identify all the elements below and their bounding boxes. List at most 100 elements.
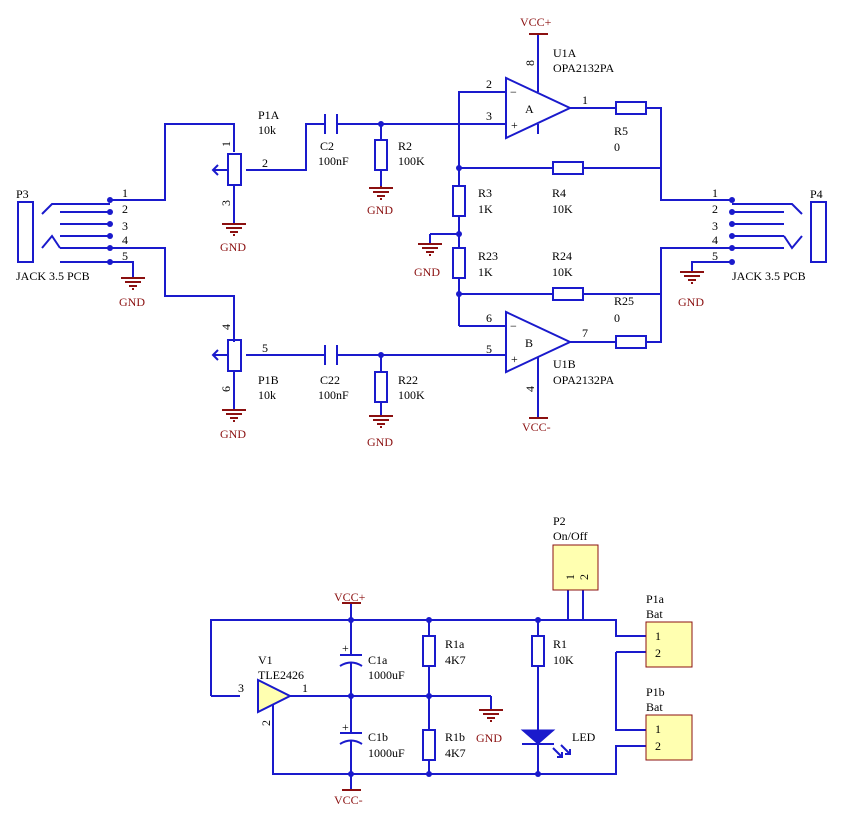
u1b-unit: B xyxy=(525,336,533,350)
p2-pin2: 2 xyxy=(577,574,591,580)
c2-value: 100nF xyxy=(318,154,349,168)
gnd-label-r23: GND xyxy=(414,265,440,279)
u1a-pin3: 3 xyxy=(486,109,492,123)
r4-value: 10K xyxy=(552,202,573,216)
p1b-pin5: 5 xyxy=(262,341,268,355)
p4-ref: P4 xyxy=(810,187,823,201)
capacitor-c1a: + C1a 1000uF xyxy=(339,641,405,682)
r3-value: 1K xyxy=(478,202,493,216)
u1a-value: OPA2132PA xyxy=(553,61,614,75)
p3-pin3: 3 xyxy=(122,219,128,233)
gnd-p3: GND xyxy=(119,277,145,309)
junction-dots-top xyxy=(378,121,462,358)
p4-pin3: 3 xyxy=(712,219,718,233)
resistor-r24: R24 10K xyxy=(552,249,584,301)
r25-ref: R25 xyxy=(614,294,634,308)
c1b-plus: + xyxy=(342,720,349,734)
p1a-value: 10k xyxy=(258,123,276,137)
vcc-pos-label-bottom: VCC+ xyxy=(334,590,366,604)
pot-p1b: 4 5 6 P1B 10k xyxy=(211,324,279,402)
resistor-r22: R22 100K xyxy=(374,371,425,403)
gnd-p1a: GND xyxy=(220,223,246,254)
v1-pin2: 2 xyxy=(259,720,273,726)
vcc-neg-label-bottom: VCC- xyxy=(334,793,363,807)
p4-value: JACK 3.5 PCB xyxy=(732,269,806,283)
v1-pin3: 3 xyxy=(238,681,244,695)
c2-ref: C2 xyxy=(320,139,334,153)
u1b-minus: − xyxy=(510,319,517,333)
p1b-bat-ref: P1b xyxy=(646,685,665,699)
vcc-neg-bottom: VCC- xyxy=(334,789,363,807)
resistor-r3: R3 1K xyxy=(452,185,493,217)
gnd-label-p1b: GND xyxy=(220,427,246,441)
p4-pin5: 5 xyxy=(712,249,718,263)
p1a-bat-value: Bat xyxy=(646,607,663,621)
u1a-ref: U1A xyxy=(553,46,577,60)
r2-value: 100K xyxy=(398,154,425,168)
p3-pin4: 4 xyxy=(122,233,128,247)
c1a-ref: C1a xyxy=(368,653,388,667)
resistor-r25: R25 0 xyxy=(614,294,647,349)
led: LED xyxy=(520,729,596,758)
r1b-ref: R1b xyxy=(445,730,465,744)
regulator-v1: 3 1 2 V1 TLE2426 xyxy=(238,653,308,728)
r5-ref: R5 xyxy=(614,124,628,138)
r24-ref: R24 xyxy=(552,249,572,263)
u1a-minus: − xyxy=(510,85,517,99)
r25-value: 0 xyxy=(614,311,620,325)
opamp-u1b: − + B 6 5 7 4 U1B OPA2132PA xyxy=(486,310,614,418)
switch-p2: 1 2 P2 On/Off xyxy=(552,514,599,591)
battery-p1a: 1 2 P1a Bat xyxy=(645,592,693,668)
r1b-value: 4K7 xyxy=(445,746,466,760)
c1b-value: 1000uF xyxy=(368,746,405,760)
v1-pin1: 1 xyxy=(302,681,308,695)
p1b-bat-pin2: 2 xyxy=(655,739,661,753)
r4-ref: R4 xyxy=(552,186,566,200)
p1a-pin1: 1 xyxy=(219,141,233,147)
p1a-bat-pin1: 1 xyxy=(655,629,661,643)
p4-pin4: 4 xyxy=(712,233,718,247)
u1b-pin5: 5 xyxy=(486,342,492,356)
u1b-plus: + xyxy=(511,352,518,366)
p1a-bat-ref: P1a xyxy=(646,592,665,606)
u1a-pin8: 8 xyxy=(523,60,537,66)
resistor-r1a: R1a 4K7 xyxy=(422,635,466,667)
p1b-bat-value: Bat xyxy=(646,700,663,714)
r3-ref: R3 xyxy=(478,186,492,200)
r23-value: 1K xyxy=(478,265,493,279)
capacitor-c1b: + C1b 1000uF xyxy=(339,720,405,760)
u1b-ref: U1B xyxy=(553,357,576,371)
p3-pin2: 2 xyxy=(122,202,128,216)
resistor-r4: R4 10K xyxy=(552,161,584,216)
c1a-plus: + xyxy=(342,641,349,655)
resistor-r2: R2 100K xyxy=(374,139,425,171)
p1a-pin3: 3 xyxy=(219,200,233,206)
r1a-value: 4K7 xyxy=(445,653,466,667)
p1a-ref: P1A xyxy=(258,108,280,122)
v1-value: TLE2426 xyxy=(258,668,304,682)
jack-p3: 1 2 3 4 5 P3 JACK 3.5 PCB xyxy=(16,186,128,283)
p4-pin2: 2 xyxy=(712,202,718,216)
vcc-pos-top: VCC+ xyxy=(520,15,552,35)
gnd-r23: GND xyxy=(414,243,442,279)
p1b-ref: P1B xyxy=(258,373,279,387)
c1b-ref: C1b xyxy=(368,730,388,744)
gnd-label-p3: GND xyxy=(119,295,145,309)
gnd-r2: GND xyxy=(367,186,393,217)
gnd-label-r2: GND xyxy=(367,203,393,217)
p1b-bat-pin1: 1 xyxy=(655,722,661,736)
resistor-r5: R5 0 xyxy=(614,101,647,154)
junction-dots-bottom xyxy=(348,617,541,777)
c22-value: 100nF xyxy=(318,388,349,402)
u1a-pin2: 2 xyxy=(486,77,492,91)
gnd-label-p1a: GND xyxy=(220,240,246,254)
gnd-p1b: GND xyxy=(220,409,246,441)
gnd-label-r22: GND xyxy=(367,435,393,449)
vcc-neg-mid: VCC- xyxy=(522,417,551,434)
r24-value: 10K xyxy=(552,265,573,279)
u1a-pin1: 1 xyxy=(582,93,588,107)
vcc-neg-label-mid: VCC- xyxy=(522,420,551,434)
c22-ref: C22 xyxy=(320,373,340,387)
gnd-label-p4: GND xyxy=(678,295,704,309)
